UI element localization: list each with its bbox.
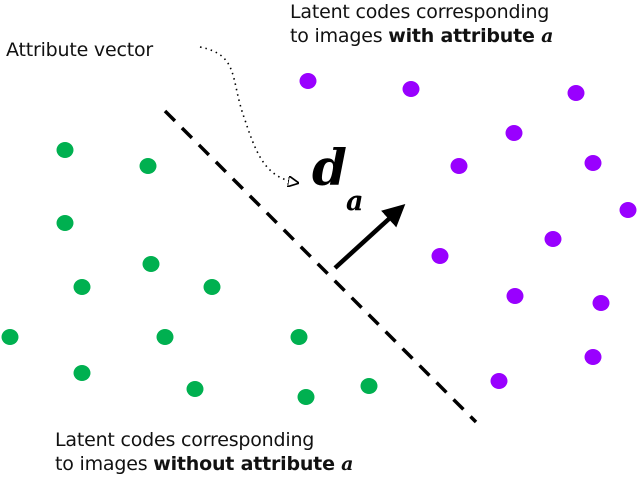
without-attribute-label: Latent codes corresponding to images wit…: [55, 428, 353, 476]
point-without-attribute: [186, 381, 204, 397]
point-with-attribute: [592, 295, 610, 311]
with-attribute-line1: Latent codes corresponding: [290, 1, 550, 23]
vector-subscript-a: a: [346, 186, 364, 217]
point-with-attribute: [506, 288, 524, 304]
point-without-attribute: [73, 279, 91, 295]
point-without-attribute: [156, 329, 174, 345]
point-with-attribute: [619, 202, 637, 218]
point-with-attribute: [505, 125, 523, 141]
attribute-vector-pointer: [199, 46, 298, 183]
point-without-attribute: [290, 329, 308, 345]
point-without-attribute: [56, 142, 74, 158]
point-without-attribute: [203, 279, 221, 295]
point-with-attribute: [299, 73, 317, 89]
with-attribute-label: Latent codes corresponding to images wit…: [290, 0, 553, 48]
point-with-attribute: [567, 85, 585, 101]
point-without-attribute: [297, 389, 315, 405]
points-without-attribute: [1, 142, 378, 405]
point-without-attribute: [1, 329, 19, 345]
points-with-attribute: [299, 73, 637, 389]
point-with-attribute: [450, 158, 468, 174]
vector-symbol-d: d: [312, 138, 347, 197]
point-with-attribute: [584, 349, 602, 365]
without-attribute-line1: Latent codes corresponding: [55, 429, 315, 451]
with-attribute-line2: to images with attribute a: [290, 24, 553, 48]
attribute-vector-arrow: [333, 203, 406, 270]
attribute-vector-label: Attribute vector: [6, 39, 154, 61]
point-with-attribute: [584, 155, 602, 171]
without-variable-a: a: [341, 453, 354, 475]
point-without-attribute: [142, 256, 160, 272]
with-line2-bold: with attribute: [388, 25, 542, 47]
without-attribute-line2: to images without attribute a: [55, 452, 353, 476]
with-line2-prefix: to images: [290, 25, 389, 47]
without-line2-bold: without attribute: [153, 453, 342, 475]
point-without-attribute: [360, 378, 378, 394]
without-line2-prefix: to images: [55, 453, 154, 475]
point-without-attribute: [139, 158, 157, 174]
point-with-attribute: [544, 231, 562, 247]
point-without-attribute: [56, 215, 74, 231]
point-with-attribute: [490, 373, 508, 389]
point-without-attribute: [73, 365, 91, 381]
decision-boundary: [163, 109, 478, 424]
point-with-attribute: [402, 81, 420, 97]
with-variable-a: a: [541, 25, 554, 47]
point-with-attribute: [431, 248, 449, 264]
